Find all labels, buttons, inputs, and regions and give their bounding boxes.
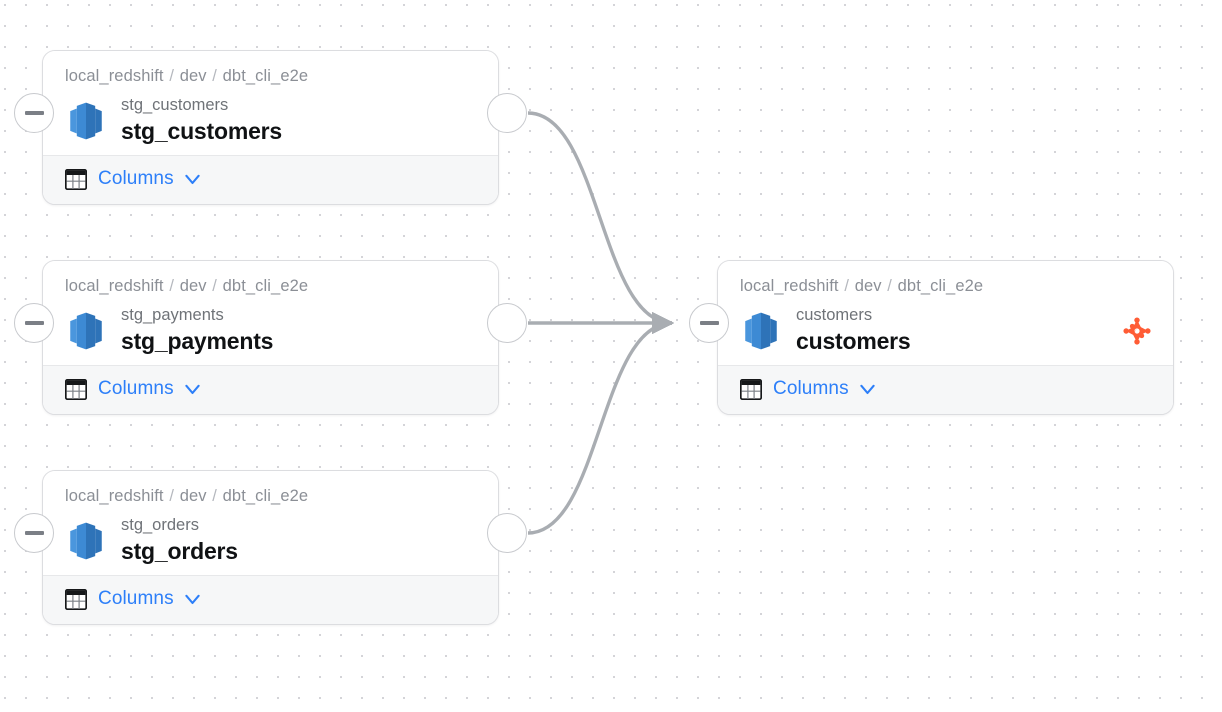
columns-label[interactable]: Columns [98, 168, 174, 190]
node-main: stg_customers stg_customers [65, 96, 476, 146]
node-subtitle: stg_payments [121, 305, 224, 324]
table-icon [65, 588, 87, 610]
breadcrumb-database: local_redshift [65, 487, 164, 505]
edge-stg-customers-to-customers [527, 111, 675, 334]
node-titles: stg_payments stg_payments [121, 306, 273, 356]
collapse-handle-stg-customers[interactable] [14, 93, 54, 133]
breadcrumb-schema: dev [854, 277, 882, 295]
redshift-icon [70, 102, 102, 139]
node-title: customers [796, 328, 911, 355]
breadcrumb-schema: dev [179, 277, 207, 295]
node-title: stg_payments [121, 328, 274, 355]
columns-label[interactable]: Columns [98, 378, 174, 400]
chevron-down-icon[interactable] [860, 384, 875, 395]
breadcrumb-project: dbt_cli_e2e [222, 67, 309, 85]
node-columns-footer[interactable]: Columns [43, 155, 498, 205]
node-columns-footer[interactable]: Columns [718, 365, 1173, 415]
breadcrumb-separator: / [169, 67, 174, 85]
node-body: local_redshift / dev / dbt_cli_e2e stg_o… [43, 471, 498, 576]
node-title: stg_customers [121, 118, 283, 145]
breadcrumb: local_redshift / dev / dbt_cli_e2e [740, 276, 1151, 297]
dbt-logo-icon [1123, 316, 1151, 345]
node-subtitle: stg_orders [121, 515, 199, 534]
lineage-node-stg-orders[interactable]: local_redshift / dev / dbt_cli_e2e stg_o… [42, 470, 499, 626]
node-body: local_redshift / dev / dbt_cli_e2e custo… [718, 261, 1173, 366]
breadcrumb-separator: / [887, 277, 892, 295]
breadcrumb-schema: dev [179, 487, 207, 505]
minus-icon [24, 321, 44, 325]
collapse-handle-stg-payments[interactable] [14, 303, 54, 343]
redshift-icon [745, 312, 777, 349]
table-icon [65, 378, 87, 400]
chevron-down-icon[interactable] [185, 384, 200, 395]
node-body: local_redshift / dev / dbt_cli_e2e stg_c… [43, 51, 498, 156]
node-titles: stg_orders stg_orders [121, 516, 238, 566]
expand-handle-stg-customers[interactable] [487, 93, 527, 133]
node-titles: customers customers [796, 306, 911, 356]
breadcrumb-separator: / [212, 277, 217, 295]
breadcrumb-database: local_redshift [65, 67, 164, 85]
breadcrumb: local_redshift / dev / dbt_cli_e2e [65, 276, 476, 297]
breadcrumb-schema: dev [179, 67, 207, 85]
node-title: stg_orders [121, 538, 238, 565]
breadcrumb-project: dbt_cli_e2e [897, 277, 984, 295]
node-titles: stg_customers stg_customers [121, 96, 282, 146]
collapse-handle-customers[interactable] [689, 303, 729, 343]
breadcrumb-project: dbt_cli_e2e [222, 487, 309, 505]
breadcrumb-separator: / [169, 277, 174, 295]
breadcrumb-database: local_redshift [65, 277, 164, 295]
minus-icon [24, 531, 44, 535]
breadcrumb-separator: / [844, 277, 849, 295]
lineage-node-customers[interactable]: local_redshift / dev / dbt_cli_e2e custo… [717, 260, 1174, 416]
breadcrumb: local_redshift / dev / dbt_cli_e2e [65, 66, 476, 87]
columns-label[interactable]: Columns [773, 378, 849, 400]
expand-handle-stg-orders[interactable] [487, 513, 527, 553]
breadcrumb-separator: / [212, 67, 217, 85]
table-icon [740, 378, 762, 400]
node-body: local_redshift / dev / dbt_cli_e2e stg_p… [43, 261, 498, 366]
breadcrumb: local_redshift / dev / dbt_cli_e2e [65, 486, 476, 507]
columns-label[interactable]: Columns [98, 588, 174, 610]
expand-handle-stg-payments[interactable] [487, 303, 527, 343]
collapse-handle-stg-orders[interactable] [14, 513, 54, 553]
node-columns-footer[interactable]: Columns [43, 575, 498, 625]
lineage-node-stg-payments[interactable]: local_redshift / dev / dbt_cli_e2e stg_p… [42, 260, 499, 416]
node-main: stg_orders stg_orders [65, 516, 476, 566]
node-subtitle: stg_customers [121, 95, 229, 114]
table-icon [65, 168, 87, 190]
minus-icon [699, 321, 719, 325]
chevron-down-icon[interactable] [185, 594, 200, 605]
minus-icon [24, 111, 44, 115]
lineage-node-stg-customers[interactable]: local_redshift / dev / dbt_cli_e2e stg_c… [42, 50, 499, 206]
redshift-icon [70, 312, 102, 349]
breadcrumb-separator: / [212, 487, 217, 505]
node-main: stg_payments stg_payments [65, 306, 476, 356]
chevron-down-icon[interactable] [185, 174, 200, 185]
node-main: customers customers [740, 306, 1151, 356]
edge-stg-orders-to-customers [527, 312, 675, 535]
breadcrumb-project: dbt_cli_e2e [222, 277, 309, 295]
breadcrumb-database: local_redshift [740, 277, 839, 295]
breadcrumb-separator: / [169, 487, 174, 505]
redshift-icon [70, 522, 102, 559]
node-columns-footer[interactable]: Columns [43, 365, 498, 415]
node-subtitle: customers [796, 305, 873, 324]
